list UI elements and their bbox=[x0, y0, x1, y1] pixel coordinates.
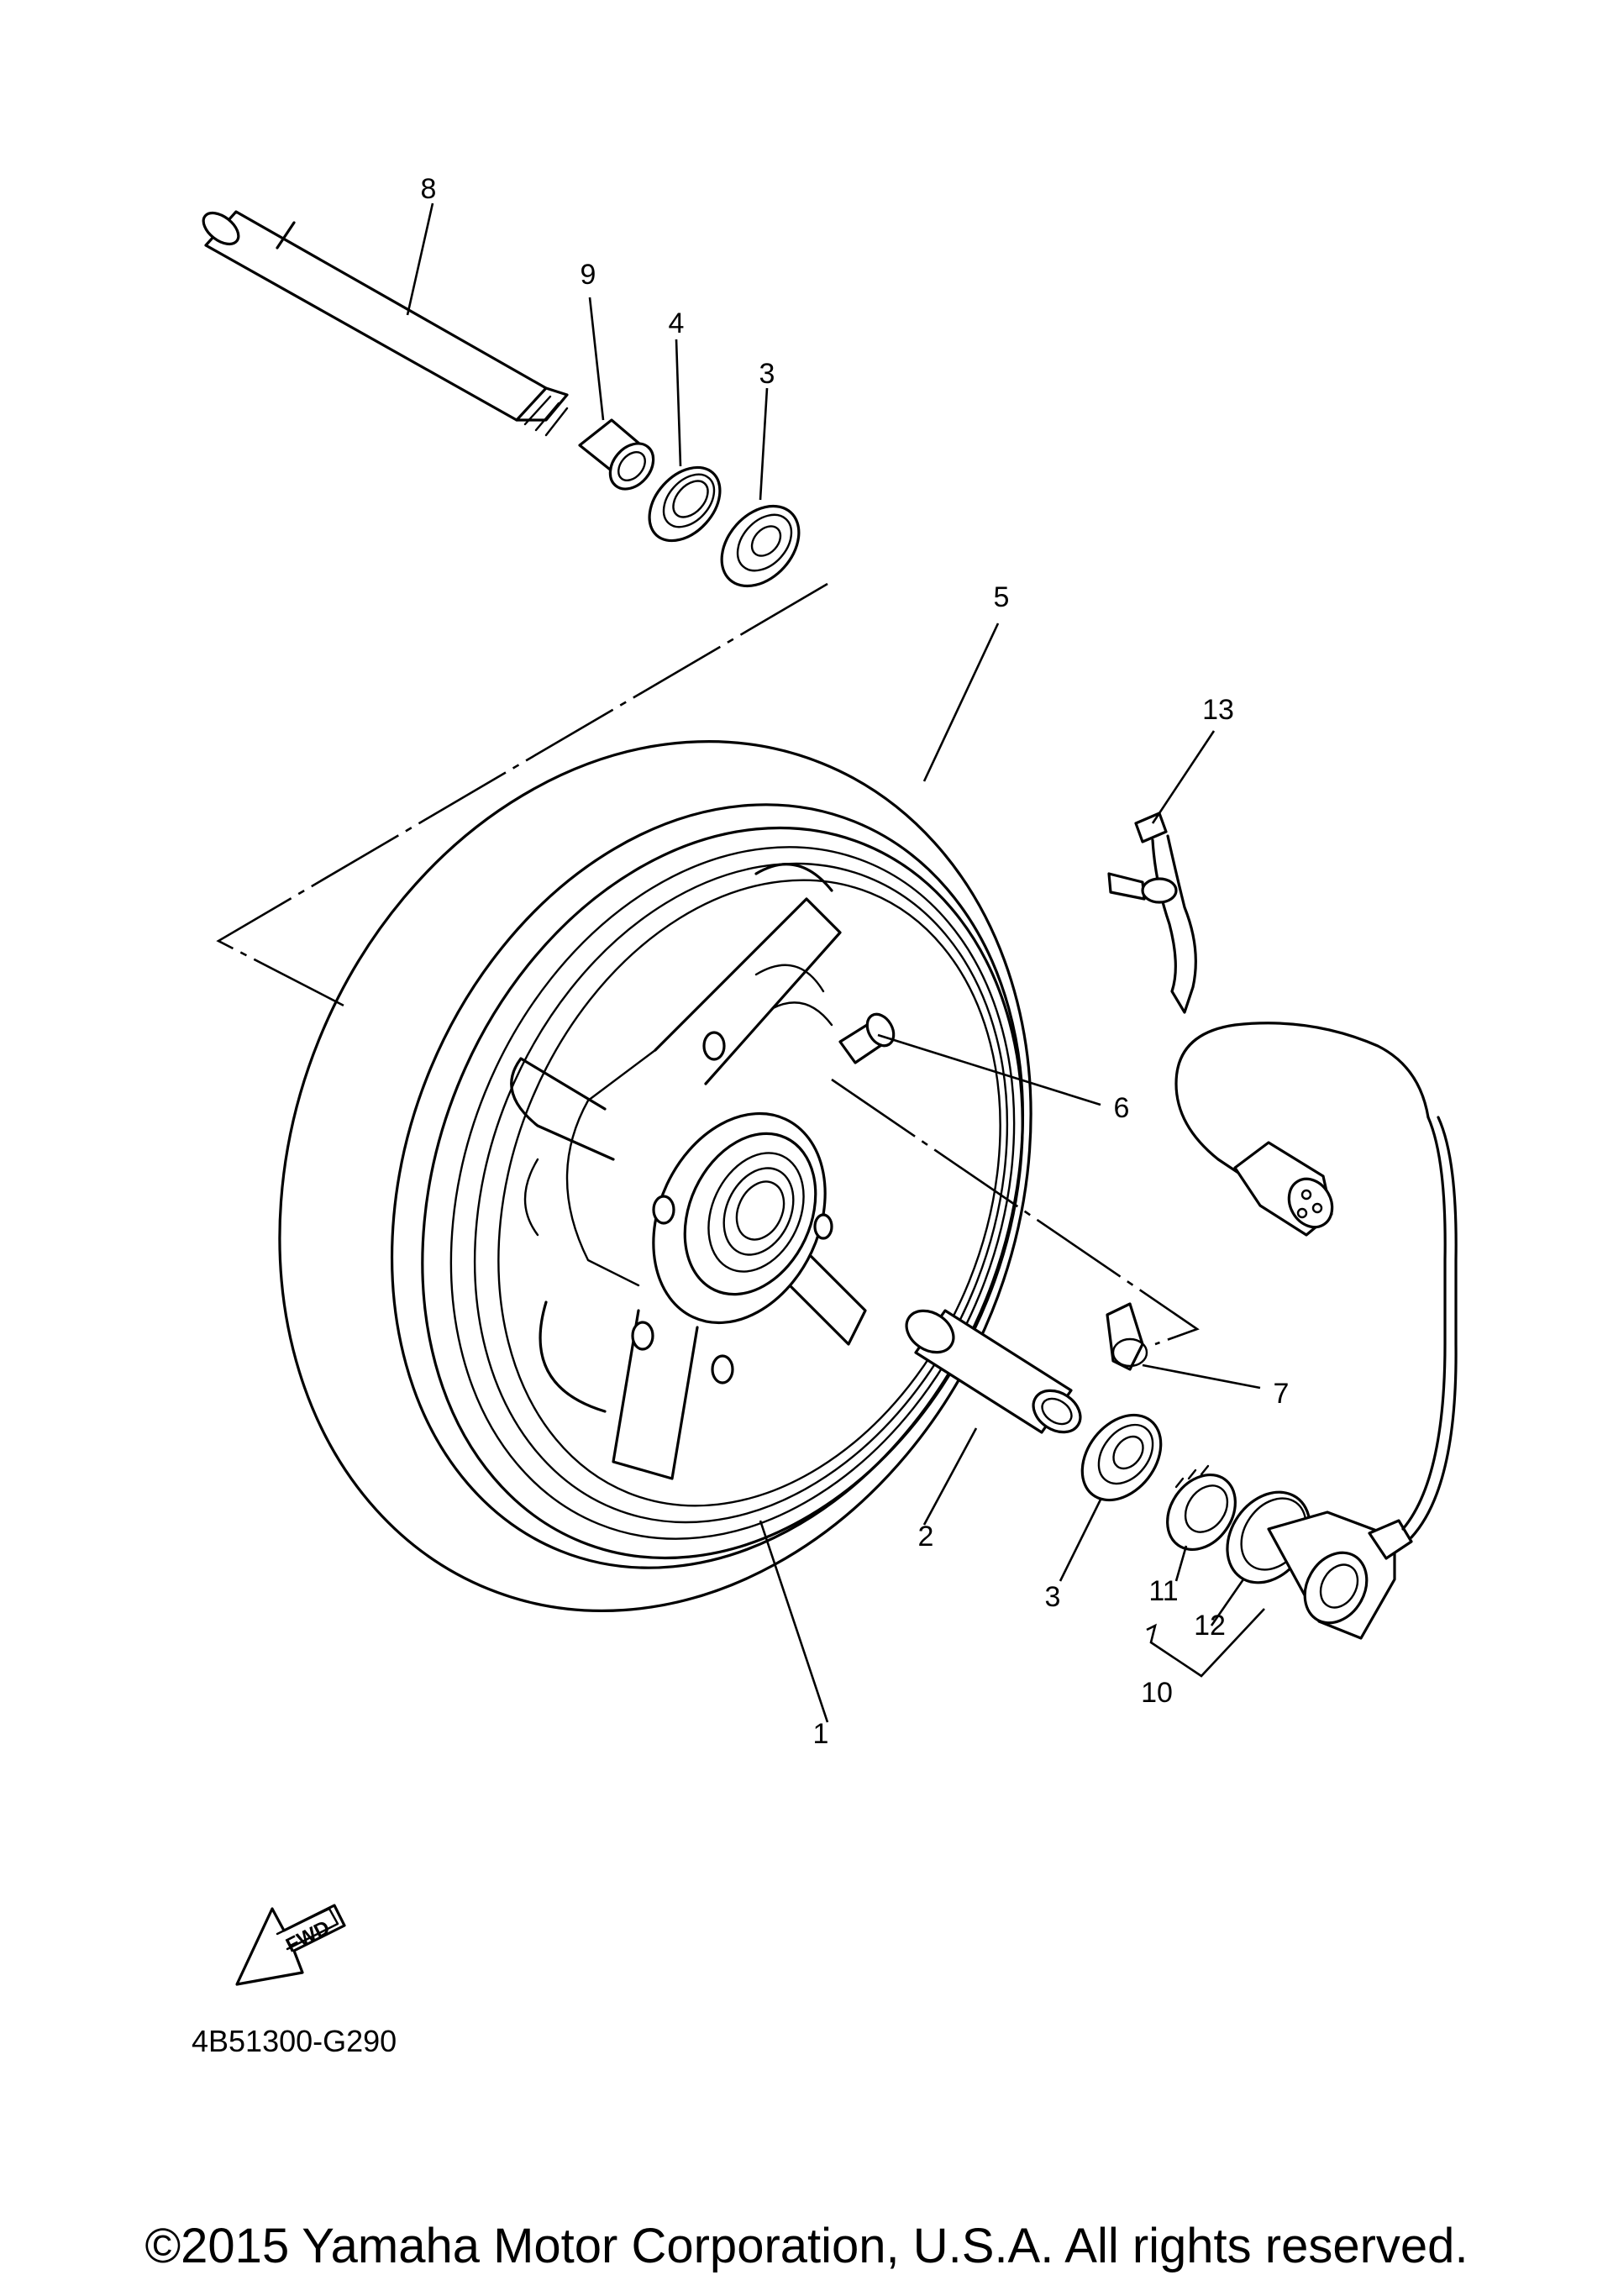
front-axle bbox=[202, 210, 569, 437]
leader-lines bbox=[406, 202, 1265, 1723]
valve bbox=[838, 1012, 896, 1064]
cable-tie bbox=[1107, 812, 1197, 1014]
bearing-top bbox=[720, 504, 801, 588]
collar bbox=[578, 418, 655, 491]
callout-3-top: 3 bbox=[759, 358, 775, 390]
callout-2: 2 bbox=[918, 1521, 934, 1553]
spacer-tube bbox=[905, 1309, 1082, 1434]
diagram-code: 4B51300-G290 bbox=[192, 2024, 397, 2058]
bearing-lower bbox=[1080, 1413, 1163, 1502]
callout-4: 4 bbox=[669, 307, 685, 339]
callout-7: 7 bbox=[1274, 1378, 1290, 1410]
assembly-line-clamp bbox=[831, 1078, 1200, 1346]
oil-seal bbox=[648, 465, 722, 543]
callouts: 8 9 4 3 5 13 6 7 2 3 11 12 10 1 bbox=[421, 173, 1290, 1750]
copyright-notice: ©2015 Yamaha Motor Corporation, U.S.A. A… bbox=[144, 2219, 1468, 2273]
callout-12: 12 bbox=[1194, 1610, 1226, 1642]
clamp bbox=[1106, 1302, 1148, 1371]
callout-6: 6 bbox=[1114, 1092, 1130, 1124]
callout-10: 10 bbox=[1141, 1677, 1173, 1709]
speed-sensor-unit bbox=[1174, 1022, 1458, 1640]
assembly-line bbox=[216, 582, 828, 1010]
callout-11: 11 bbox=[1148, 1575, 1178, 1607]
callout-3-lower: 3 bbox=[1045, 1581, 1061, 1613]
callout-8: 8 bbox=[421, 173, 437, 205]
callout-5: 5 bbox=[994, 581, 1010, 613]
fwd-arrow-icon: FWD bbox=[235, 1904, 346, 1986]
callout-13: 13 bbox=[1202, 694, 1234, 726]
wheel-assembly bbox=[278, 740, 1032, 1612]
callout-9: 9 bbox=[581, 259, 596, 291]
callout-1: 1 bbox=[813, 1718, 829, 1750]
